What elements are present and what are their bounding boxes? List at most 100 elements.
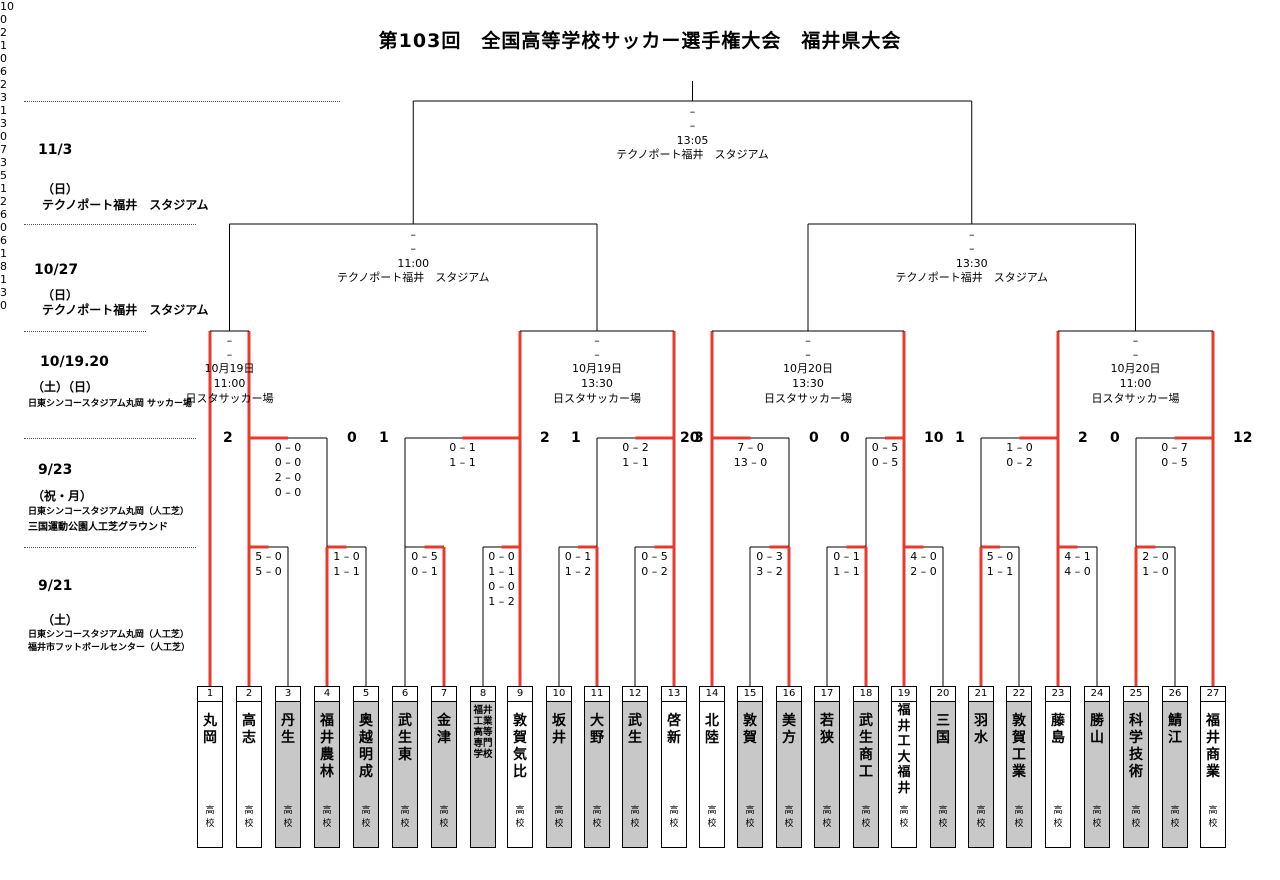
team-number: 1: [198, 687, 222, 702]
team-name: 羽水: [974, 713, 988, 746]
qf-date: 10月19日: [204, 362, 255, 375]
r16-period-score: 0 – 0: [274, 486, 302, 499]
r16-period-score: 0 – 2: [622, 441, 649, 454]
divider: [24, 224, 196, 225]
final-date-label: 11/3: [38, 142, 73, 158]
r1-right-score: 5: [0, 169, 7, 182]
r1-right-score: 3: [0, 91, 7, 104]
team-suffix: 高 校: [1131, 806, 1141, 829]
r1-period-score: 2 – 0: [1142, 550, 1169, 563]
team-name: 鯖江: [1168, 713, 1182, 746]
r1-right-score: 0: [0, 221, 7, 234]
r16-venue2-label: 三国運動公園人工芝グラウンド: [28, 522, 168, 533]
team-name: 福井農林: [320, 713, 334, 780]
team-name: 金津: [437, 713, 451, 746]
team-name: 奥越明成: [359, 713, 373, 780]
r16-period-score: 2 – 0: [274, 471, 302, 484]
r1-left-score: 0: [0, 130, 7, 143]
team-number: 18: [854, 687, 878, 702]
r1-left-score: 2: [0, 78, 7, 91]
qf-dash: –: [594, 334, 600, 347]
r16-period-score: 1 – 0: [1006, 441, 1033, 454]
team-name: 福井商業: [1206, 713, 1220, 780]
team-name: 敦賀工業: [1012, 713, 1026, 780]
r16-period-score: 0 – 1: [449, 441, 476, 454]
qf-date: 10月20日: [783, 362, 833, 375]
r16-right-score: 3: [694, 430, 704, 446]
team-number: 20: [931, 687, 955, 702]
r1-period-score: 5 – 0: [255, 565, 282, 578]
team-suffix: 高 校: [515, 806, 525, 829]
team-name: 美方: [782, 713, 796, 746]
team-number: 16: [777, 687, 801, 702]
qf-dash: –: [805, 334, 811, 347]
r1-left-score: 3: [0, 156, 7, 169]
r1-venue2-label: 福井市フットボールセンター（人工芝）: [28, 643, 191, 653]
r1-period-score: 1 – 0: [333, 550, 360, 563]
sf-dash: –: [410, 242, 417, 255]
r16-right-score: 2: [540, 430, 550, 446]
team-number: 10: [547, 687, 571, 702]
team-suffix: 高 校: [899, 806, 909, 829]
r16-period-score: 1 – 1: [622, 456, 649, 469]
team-number: 5: [354, 687, 378, 702]
team-name: 藤島: [1051, 713, 1065, 746]
r1-period-score: 0 – 1: [833, 550, 860, 563]
r1-period-score: 0 – 0: [488, 550, 515, 563]
team-number: 23: [1046, 687, 1070, 702]
team-number: 21: [969, 687, 993, 702]
r16-period-score: 13 – 0: [733, 456, 768, 469]
team-suffix: 高 校: [822, 806, 832, 829]
r16-date-label: 9/23: [38, 462, 73, 478]
final-venue: テクノポート福井 スタジアム: [616, 148, 769, 161]
team-name: 坂井: [552, 713, 566, 746]
r1-left-score: 2: [0, 26, 7, 39]
team-suffix: 高 校: [669, 806, 679, 829]
r1-right-score: 3: [0, 117, 7, 130]
team-number: 22: [1007, 687, 1031, 702]
qf-dash: –: [226, 348, 233, 361]
team-name: 武生商工: [859, 713, 873, 780]
team-name: 敦賀: [743, 713, 757, 746]
team-number: 17: [815, 687, 839, 702]
final-venue-label: テクノポート福井 スタジアム: [42, 198, 209, 212]
r1-left-score: 1: [0, 182, 7, 195]
r16-right-score: 10: [924, 430, 944, 446]
r16-period-score: 0 – 5: [1161, 456, 1188, 469]
team-name: 三国: [936, 713, 950, 746]
team-number: 11: [585, 687, 609, 702]
qf-time: 13:30: [581, 377, 613, 390]
r1-period-score: 4 – 0: [910, 550, 937, 563]
r1-right-score: 0: [0, 299, 7, 312]
qf-dash: –: [1132, 348, 1139, 361]
sf-dash: –: [410, 228, 417, 241]
team-number: 19: [892, 687, 916, 702]
r1-period-score: 1 – 1: [333, 565, 360, 578]
team-suffix: 高 校: [1170, 806, 1180, 829]
team-number: 25: [1124, 687, 1148, 702]
r1-right-score: 1: [0, 273, 7, 286]
r1-right-score: 1: [0, 247, 7, 260]
qf-dash: –: [594, 348, 600, 361]
r16-venue1-label: 日東シンコースタジアム丸岡（人工芝）: [28, 507, 189, 517]
qf-date-label: 10/19.20: [40, 354, 109, 370]
r1-period-score: 0 – 2: [641, 565, 668, 578]
divider: [24, 438, 196, 439]
r16-period-score: 7 – 0: [737, 441, 764, 454]
r16-left-score: 0: [840, 430, 850, 446]
qf-day-label: （土）（日）: [32, 380, 99, 394]
r1-date-label: 9/21: [38, 578, 73, 594]
semi-date-label: 10/27: [34, 262, 79, 278]
team-suffix: 高 校: [707, 806, 717, 829]
team-number: 2: [237, 687, 261, 702]
r1-right-score: 7: [0, 143, 7, 156]
